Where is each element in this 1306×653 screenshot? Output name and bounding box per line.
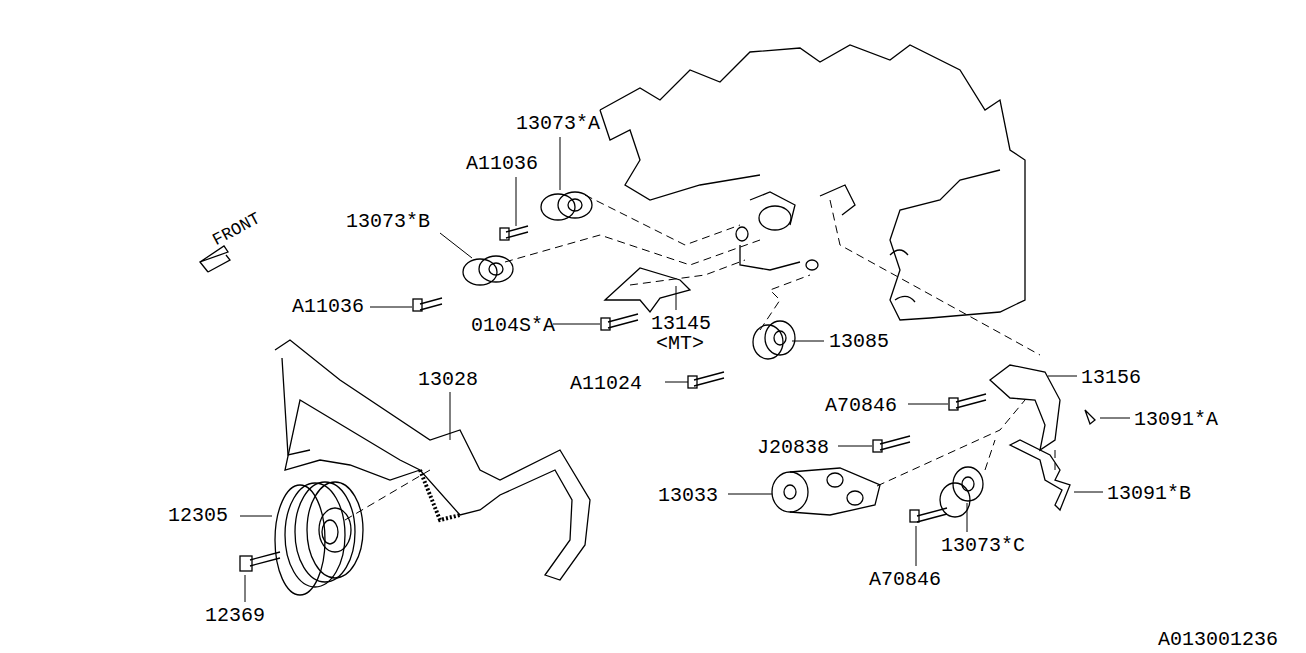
direction-label: FRONT: [210, 210, 263, 249]
callout-number: A11036: [292, 297, 364, 317]
callout-number: 13073*B: [346, 212, 430, 232]
callout-number: 0104S*A: [471, 316, 555, 336]
callout-number: 13028: [418, 370, 478, 390]
callout-number: 12305: [168, 506, 228, 526]
callout-number: <MT>: [656, 334, 704, 354]
callout-number: A70846: [825, 396, 897, 416]
callout-number: A11024: [570, 374, 642, 394]
callout-number: 13085: [829, 332, 889, 352]
callout-number: A70846: [869, 570, 941, 590]
callout-number: J20838: [757, 438, 829, 458]
callout-number: 13156: [1081, 368, 1141, 388]
callout-number: 13145: [651, 314, 711, 334]
callout-number: A11036: [466, 154, 538, 174]
callout-number: 12369: [205, 606, 265, 626]
callout-number: 13091*B: [1107, 484, 1191, 504]
diagram-code: A013001236: [1158, 630, 1278, 650]
callout-number: 13073*A: [516, 114, 600, 134]
callout-number: 13091*A: [1134, 410, 1218, 430]
callout-number: 13073*C: [941, 536, 1025, 556]
callout-number: 13033: [658, 486, 718, 506]
